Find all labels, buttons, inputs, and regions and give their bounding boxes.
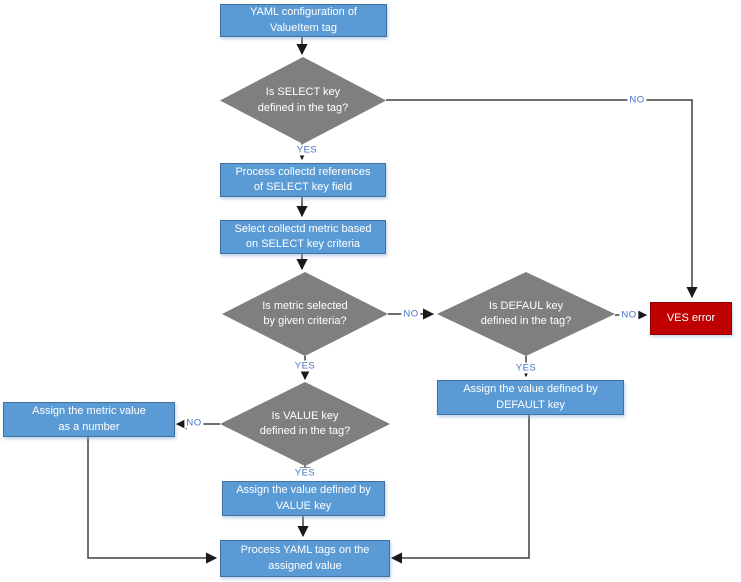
node-assign-default-value: Assign the value defined by DEFAULT key bbox=[437, 380, 624, 415]
branch-label-no-select: NO bbox=[627, 94, 647, 106]
node-yaml-configuration: YAML configuration of ValueItem tag bbox=[220, 4, 387, 37]
node-process-collectd-references: Process collectd references of SELECT ke… bbox=[220, 163, 386, 197]
connector-assigndefault-to-processtags bbox=[390, 413, 530, 564]
connector-select-no-to-ves bbox=[386, 99, 698, 299]
node-assign-value-key: Assign the value defined by VALUE key bbox=[222, 481, 385, 516]
node-ves-error: VES error bbox=[650, 302, 732, 335]
branch-label-yes-value: YES bbox=[292, 467, 318, 479]
branch-label-yes-default: YES bbox=[513, 362, 539, 374]
branch-label-yes-metric: YES bbox=[292, 360, 318, 372]
branch-label-no-metric: NO bbox=[401, 308, 421, 320]
branch-label-no-default: NO bbox=[619, 309, 639, 321]
node-process-yaml-tags: Process YAML tags on the assigned value bbox=[220, 540, 390, 577]
branch-label-yes-select: YES bbox=[294, 144, 320, 156]
branch-label-no-value: NO bbox=[184, 417, 204, 429]
connector-assignnumber-to-processtags bbox=[87, 435, 218, 564]
node-assign-metric-number: Assign the metric value as a number bbox=[3, 402, 175, 437]
node-select-collectd-metric: Select collectd metric based on SELECT k… bbox=[220, 220, 386, 254]
